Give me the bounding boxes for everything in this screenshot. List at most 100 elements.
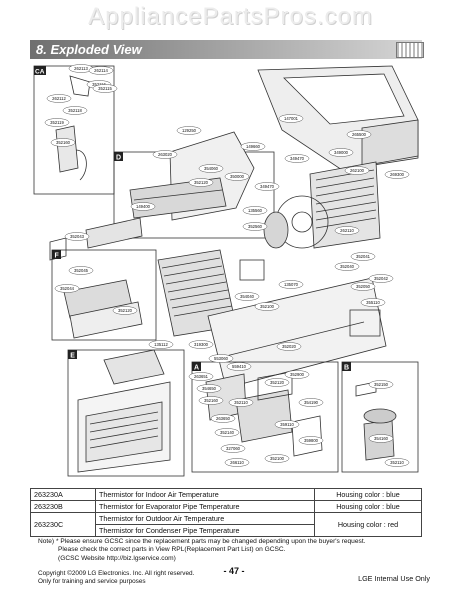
part-callout-bubble <box>334 262 360 271</box>
part-code-cell: 263230C <box>30 512 96 537</box>
part-callout-bubble <box>284 370 310 379</box>
part-number-label: 359800 <box>304 438 319 443</box>
part-callout-bubble <box>64 232 90 241</box>
part-callout-bubble <box>368 380 394 389</box>
inset-frame-e <box>67 349 185 477</box>
part-number-label: 359110 <box>280 422 294 427</box>
part-code-cell: 263230A <box>30 488 96 501</box>
part-number-label: 352560 <box>248 224 263 229</box>
part-number-label: 147001 <box>284 116 299 121</box>
part-number-label: 352100 <box>270 456 285 461</box>
part-number-label: 553060 <box>214 356 229 361</box>
part-number-label: 262110 <box>340 228 354 233</box>
part-callout-bubble <box>278 114 304 123</box>
description-cell: Thermistor for Outdoor Air Temperature <box>95 512 315 525</box>
note-line: Please check the correct parts in View R… <box>58 546 286 554</box>
part-code-cell: 263230B <box>30 500 96 513</box>
part-callout-bubble <box>242 222 268 231</box>
part-callout-bubble <box>360 298 386 307</box>
inset-label-f: F <box>55 253 60 260</box>
part-number-label: 352042 <box>374 276 389 281</box>
part-number-label: 149660 <box>246 144 261 149</box>
part-callout-bubble <box>264 378 290 387</box>
housing-cell: Housing color : blue <box>314 500 422 513</box>
part-number-label: 350000 <box>230 174 245 179</box>
part-number-label: 354060 <box>204 166 219 171</box>
part-callout-bubble <box>276 342 302 351</box>
part-number-label: 349470 <box>260 184 275 189</box>
copyright-text: Copyright ©2009 LG Electronics. Inc. All… <box>38 570 195 577</box>
part-number-label: 349470 <box>290 156 305 161</box>
part-callout-bubble <box>198 164 224 173</box>
part-number-label: 355110 <box>366 300 380 305</box>
part-callout-bubble <box>368 274 394 283</box>
part-number-label: 352118 <box>68 108 82 113</box>
table-row: 263230A Thermistor for Indoor Air Temper… <box>30 488 422 501</box>
part-callout-bubble <box>350 282 376 291</box>
part-callout-bubble <box>44 118 70 127</box>
part-callout-bubble <box>176 126 202 135</box>
part-number-label: 352900 <box>290 372 305 377</box>
housing-cell: Housing color : red <box>314 512 422 537</box>
part-callout-bubble <box>334 226 360 235</box>
thermistor-table: 263230A Thermistor for Indoor Air Temper… <box>30 488 422 537</box>
part-callout-bubble <box>328 148 354 157</box>
part-number-label: 352041 <box>356 254 371 259</box>
part-callout-bubble <box>130 202 156 211</box>
part-callout-bubble <box>224 458 250 467</box>
table-row: Thermistor for Condenser Pipe Temperatur… <box>31 524 422 537</box>
description-cell: Thermistor for Evaporator Pipe Temperatu… <box>95 500 315 513</box>
part-callout-bubble <box>188 372 214 381</box>
description-cell: Thermistor for Indoor Air Temperature <box>95 488 315 501</box>
part-callout-bubble <box>228 398 254 407</box>
part-callout-bubble <box>274 420 300 429</box>
part-callout-bubble <box>68 266 94 275</box>
part-number-label: 135560 <box>248 208 263 213</box>
part-callout-bubble <box>220 444 246 453</box>
part-number-label: 559410 <box>232 364 247 369</box>
part-callout-bubble <box>198 396 224 405</box>
inset-frame-a <box>191 361 339 473</box>
part-callout-bubble <box>92 84 118 93</box>
part-number-label: 352020 <box>282 344 297 349</box>
part-callout-bubble <box>208 354 234 363</box>
part-number-label: 263650 <box>216 416 231 421</box>
part-number-label: 129250 <box>182 128 197 133</box>
part-number-label: 352050 <box>356 284 371 289</box>
part-callout-bubble <box>344 166 370 175</box>
part-callout-bubble <box>112 306 138 315</box>
part-callout-bubble <box>368 434 394 443</box>
part-number-label: 352120 <box>194 180 209 185</box>
part-number-label: 354650 <box>202 386 217 391</box>
part-callout-bubble <box>278 280 304 289</box>
inset-label-e: E <box>70 353 75 360</box>
section-header-bar <box>30 40 422 59</box>
part-number-label: 352040 <box>340 264 355 269</box>
part-number-label: 352100 <box>260 304 275 309</box>
part-callout-bubble <box>210 414 236 423</box>
part-number-label: 263651 <box>194 374 209 379</box>
part-callout-bubble <box>54 284 80 293</box>
note-line: Note) * Please ensure GCSC since the rep… <box>38 538 366 545</box>
part-number-label: 266110 <box>230 460 244 465</box>
part-number-label: 354190 <box>304 400 319 405</box>
part-callout-bubble <box>196 384 222 393</box>
part-number-label: 327060 <box>226 446 241 451</box>
part-number-label: 352110 <box>390 460 404 465</box>
part-callout-bubble <box>88 66 114 75</box>
part-number-label: 352140 <box>220 430 235 435</box>
part-callout-bubble <box>284 154 310 163</box>
inset-frame-f <box>51 249 157 341</box>
note-line: (GCSC Website http://biz.lgservice.com) <box>58 554 176 562</box>
part-callout-bubble <box>264 454 290 463</box>
table-row: 263230B Thermistor for Evaporator Pipe T… <box>30 500 422 513</box>
watermark-text: AppliancePartsPros.com <box>88 3 373 30</box>
page-number: - 47 - <box>223 566 245 576</box>
part-callout-bubble <box>254 302 280 311</box>
part-number-label: 262112 <box>52 96 66 101</box>
part-callout-bubble <box>226 362 252 371</box>
part-number-label: 352043 <box>70 234 85 239</box>
part-number-label: 149400 <box>136 204 151 209</box>
part-callout-bubble <box>148 340 174 349</box>
